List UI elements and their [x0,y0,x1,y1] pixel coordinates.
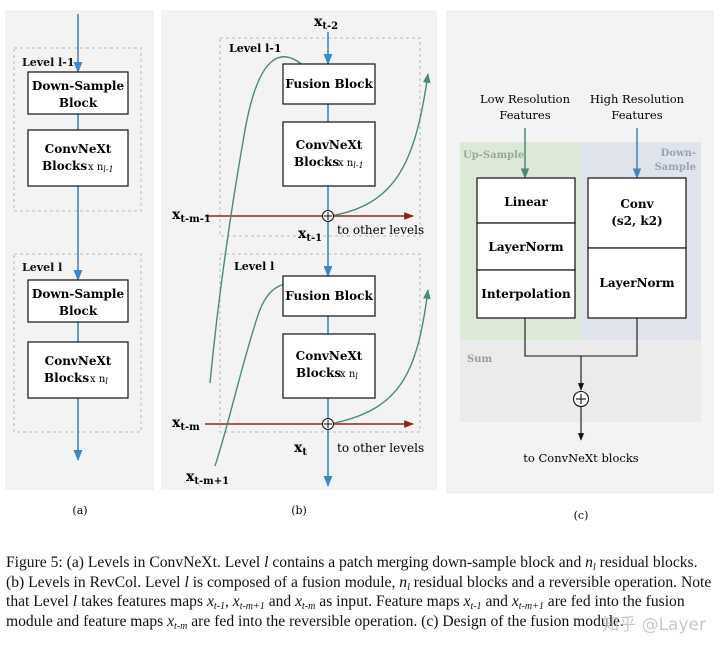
layernorm-block [476,222,576,271]
input-x-t-2: xt-2 [314,14,338,32]
panel-label-a: (a) [72,504,87,517]
conv-block [587,177,687,249]
down-sample-block-bottom [27,279,129,323]
output-x-t-1: xt-1 [298,226,322,244]
convnext-block-bottom [27,341,129,399]
level-label-bottom: Level l [22,261,62,274]
level-label-bottom: Level l [234,260,274,273]
panel-a: Level l-1 Level l Down-Sample Block Conv… [5,10,154,517]
repeat-count: x nl-1 [338,158,364,170]
linear-block [476,177,576,224]
input-x-t-m-plus-1: xt-m+1 [186,469,229,487]
sum-title: Sum [467,354,492,365]
down-sample-title: Down- [661,148,696,159]
panel-label-c: (c) [574,509,589,522]
down-sample-label: Down-Sample [32,287,125,301]
level-bottom-frame [219,253,421,433]
interpolation-block [476,269,576,319]
watermark: 知乎 @Layer [602,615,706,635]
convnext-label: Blocks [294,155,339,169]
level-top-frame [13,47,142,212]
fusion-block-top [282,63,376,105]
to-other-levels-top: to other levels [337,223,424,237]
linear-label: Linear [504,195,548,209]
panel-c: Low Resolution Features High Resolution … [446,10,714,522]
output-x-t: xt [294,440,307,458]
convnext-label: ConvNeXt [296,138,363,152]
level-top-frame [219,37,421,237]
convnext-label: Blocks [296,366,341,380]
interpolation-label: Interpolation [481,287,571,301]
figure-5: Level l-1 Level l Down-Sample Block Conv… [5,10,714,522]
repeat-count: x nl [90,374,108,386]
layernorm-label: LayerNorm [599,276,674,290]
convnext-label: ConvNeXt [45,142,112,156]
conv-label: (s2, k2) [611,214,662,228]
fusion-label: Fusion Block [285,77,373,91]
input-x-t-m-1: xt-m-1 [172,207,211,225]
fusion-block-bottom [282,275,376,317]
down-sample-label: Down-Sample [32,79,125,93]
down-sample-label: Block [59,304,98,318]
level-label-top: Level l-1 [229,42,282,55]
high-res-label: High Resolution [590,92,685,106]
down-sample-title: Sample [655,162,696,173]
convnext-label: Blocks [42,159,87,173]
down-sample-label: Block [59,96,98,110]
figure-caption: Figure 5: (a) Levels in ConvNeXt. Level … [6,554,712,632]
input-x-t-m: xt-m [172,415,200,433]
panel-b: xt-2 Level l-1 Level l Fusion Block Conv… [161,10,437,517]
panel-label-b: (b) [291,504,307,517]
output-label: to ConvNeXt blocks [523,451,639,465]
layernorm-label: LayerNorm [488,240,563,254]
convnext-label: Blocks [44,371,89,385]
convnext-label: ConvNeXt [45,354,112,368]
down-sample-block-top [27,71,129,115]
high-res-label: Features [611,108,662,122]
convnext-label: ConvNeXt [296,349,363,363]
repeat-count: x nl-1 [88,162,114,174]
convnext-block-top [282,121,376,187]
conv-label: Conv [620,197,654,211]
up-sample-title: Up-Sample [463,150,524,161]
low-res-label: Features [499,108,550,122]
level-label-top: Level l-1 [22,56,75,69]
fusion-label: Fusion Block [285,289,373,303]
convnext-block-top [27,129,129,187]
repeat-count: x nl [340,369,358,381]
to-other-levels-bottom: to other levels [337,441,424,455]
convnext-block-bottom [282,333,376,399]
low-res-label: Low Resolution [480,92,571,106]
